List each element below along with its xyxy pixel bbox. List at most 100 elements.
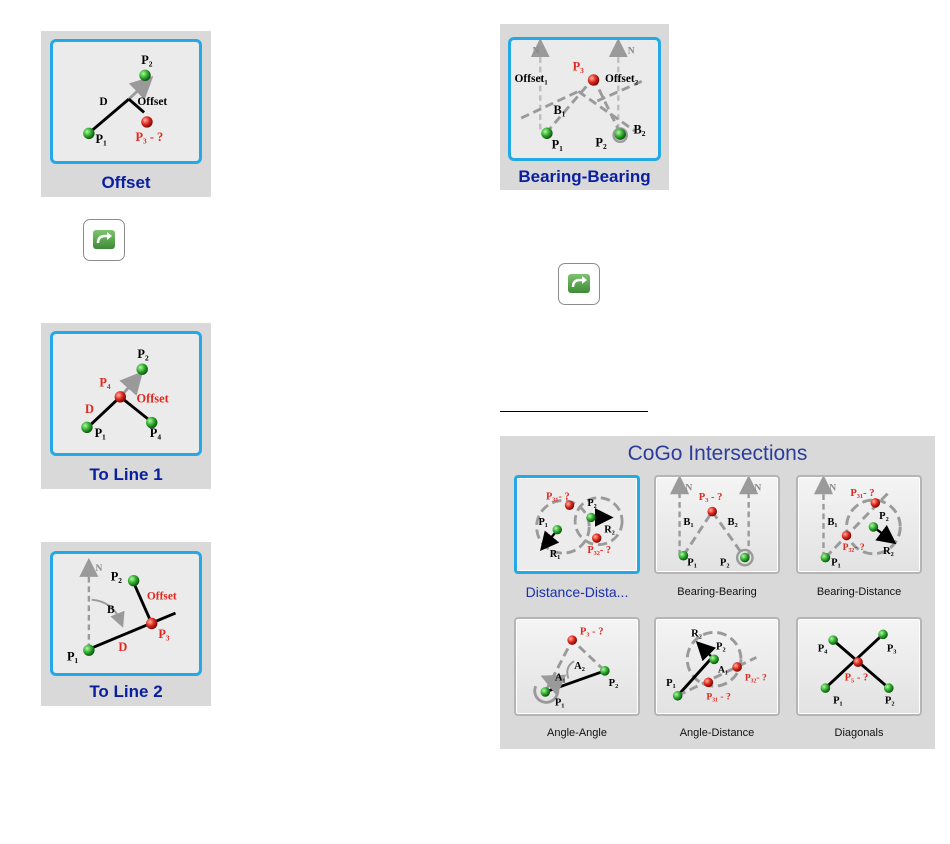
label-p32: P₃₂- ? [843, 542, 865, 553]
offset-icon-box: P₂ D Offset P₁ P₃ - ? [50, 39, 202, 164]
label-p3: P₃ - ? [580, 626, 604, 637]
to-line-1-diagram-icon: P₂ P₄ Offset D P₁ P₄ [81, 347, 170, 440]
label-p32: P₃₂- ? [587, 545, 611, 556]
diagonals-caption: Diagonals [834, 727, 884, 739]
label-offset1: Offset₁ [515, 73, 548, 85]
bearing-bearing-tile[interactable]: N N P₃ Offset₁ Offset₂ B₁ B₂ P₁ P₂ Beari… [500, 24, 669, 190]
label-p2: P₂ [141, 53, 153, 67]
to-line-2-diagram-icon: N P₂ Offset B P₃ D P₁ [67, 557, 177, 664]
angle-distance-button[interactable]: R₂ P₂ A₁ P₃₂- ? P₁ P₃₁ - ? [654, 617, 780, 716]
label-n1: N [685, 482, 692, 493]
label-p3: P₃ [158, 627, 170, 641]
label-offset2: Offset₂ [605, 73, 639, 85]
label-d: D [118, 640, 127, 654]
label-p1: P₁ [552, 137, 564, 151]
to-line-2-caption: To Line 2 [89, 682, 163, 701]
bearing-bearing-caption: Bearing-Bearing [518, 167, 651, 186]
label-p2: P₂ [879, 511, 889, 522]
label-p1: P₁ [96, 132, 108, 146]
separator-line [500, 411, 648, 412]
label-p2: P₂ [716, 642, 726, 653]
bearing-bearing-small-icon: N N P₃ - ? B₁ B₂ P₁ P₂ [669, 477, 761, 568]
label-b1: B₁ [554, 103, 566, 117]
label-p31: P₃₁- ? [850, 488, 874, 499]
bearing-bearing-diagram-icon: N N P₃ Offset₁ Offset₂ B₁ B₂ P₁ P₂ [515, 40, 646, 151]
diagonals-button[interactable]: P₄ P₃ P₅ - ? P₁ P₂ [796, 617, 922, 716]
to-line-2-tile[interactable]: N P₂ Offset B P₃ D P₁ To Line 2 [41, 542, 211, 706]
label-p2: P₂ [609, 678, 619, 689]
offset-tile[interactable]: P₂ D Offset P₁ P₃ - ? Offset [41, 31, 211, 197]
label-p1: P₁ [555, 697, 565, 708]
label-p3: P₃ [573, 59, 585, 73]
offset-diagram-icon: P₂ D Offset P₁ P₃ - ? [83, 53, 167, 146]
bearing-bearing-button[interactable]: N N P₃ - ? B₁ B₂ P₁ P₂ [654, 475, 780, 574]
offset-caption: Offset [101, 173, 151, 192]
panel-title: CoGo Intersections [627, 442, 808, 465]
angle-angle-caption: Angle-Angle [547, 727, 607, 739]
angle-distance-icon: R₂ P₂ A₁ P₃₂- ? P₁ P₃₁ - ? [666, 628, 767, 703]
label-offset: Offset [137, 96, 167, 108]
bearing-distance-button[interactable]: N P₃₁- ? P₂ B₁ P₃₂- ? R₂ P₁ [796, 475, 922, 574]
label-p4: P₄ [818, 644, 828, 655]
label-a1: A₁ [555, 672, 566, 683]
bearing-bearing-caption: Bearing-Bearing [677, 586, 757, 598]
label-p4-bottom: P₄ [150, 426, 162, 440]
label-b2: B₂ [634, 122, 646, 136]
diagonals-icon: P₄ P₃ P₅ - ? P₁ P₂ [818, 629, 897, 706]
bearing-distance-icon: N P₃₁- ? P₂ B₁ P₃₂- ? R₂ P₁ [813, 477, 902, 568]
bearing-distance-caption: Bearing-Distance [816, 586, 902, 598]
label-p2: P₂ [885, 695, 895, 706]
label-n2: N [754, 482, 761, 493]
redo-button[interactable] [558, 263, 600, 305]
to-line-2-icon-box: N P₂ Offset B P₃ D P₁ [50, 551, 202, 676]
label-r2: R₂ [691, 628, 702, 639]
redo-button[interactable] [83, 219, 125, 261]
label-n: N [96, 564, 103, 574]
label-p1: P₁ [666, 678, 676, 689]
label-p2: P₂ [137, 347, 149, 361]
label-d: D [85, 402, 94, 416]
label-r2: R₂ [883, 546, 894, 557]
distance-distance-button[interactable]: P₃₁- ? P₂ P₁ R₂ R₁ P₃₂- ? [514, 475, 640, 574]
bearing-bearing-icon-box: N N P₃ Offset₁ Offset₂ B₁ B₂ P₁ P₂ [508, 37, 661, 161]
label-p3: P₃ - ? [699, 492, 723, 503]
angle-distance-caption: Angle-Distance [679, 727, 755, 739]
label-offset: Offset [136, 392, 169, 406]
label-a1: A₁ [718, 665, 728, 676]
label-p4-top: P₄ [99, 375, 111, 389]
label-r2: R₂ [604, 524, 615, 535]
to-line-1-caption: To Line 1 [89, 465, 163, 484]
label-p1: P₁ [687, 557, 697, 568]
label-p3: P₃ [887, 644, 897, 655]
redo-arrow-icon [96, 232, 112, 244]
label-b1: B₁ [683, 517, 693, 528]
angle-angle-icon: P₃ - ? A₂ A₁ P₂ P₁ [533, 626, 619, 708]
label-p2: P₂ [111, 570, 123, 584]
label-p1: P₁ [538, 517, 547, 528]
label-n2: N [628, 46, 635, 56]
cogo-intersections-panel: CoGo Intersections P₃₁- ? P₂ P₁ R₂ R₁ P₃… [500, 436, 935, 749]
label-p1: P₁ [95, 426, 107, 440]
angle-angle-button[interactable]: P₃ - ? A₂ A₁ P₂ P₁ [514, 617, 640, 716]
redo-arrow-icon [571, 276, 587, 288]
label-p31: P₃₁ - ? [706, 692, 731, 703]
label-n1: N [533, 46, 540, 56]
label-p2: P₂ [595, 136, 607, 150]
distance-distance-caption: Distance-Dista... [525, 584, 629, 600]
label-p1: P₁ [67, 650, 79, 664]
label-r1: R₁ [550, 549, 561, 560]
label-p1: P₁ [833, 695, 843, 706]
label-n: N [829, 482, 836, 493]
label-p31: P₃₁- ? [546, 492, 570, 503]
label-p5: P₅ - ? [845, 672, 869, 683]
label-d: D [99, 96, 107, 108]
label-b: B [107, 604, 115, 616]
label-p3: P₃ - ? [136, 130, 164, 144]
label-b1: B₁ [827, 517, 837, 528]
label-b2: B₂ [728, 517, 738, 528]
distance-distance-icon: P₃₁- ? P₂ P₁ R₂ R₁ P₃₂- ? [535, 492, 624, 560]
to-line-1-tile[interactable]: P₂ P₄ Offset D P₁ P₄ To Line 1 [41, 323, 211, 489]
label-p1: P₁ [831, 557, 841, 568]
label-p2: P₂ [720, 557, 730, 568]
to-line-1-icon-box: P₂ P₄ Offset D P₁ P₄ [50, 331, 202, 456]
